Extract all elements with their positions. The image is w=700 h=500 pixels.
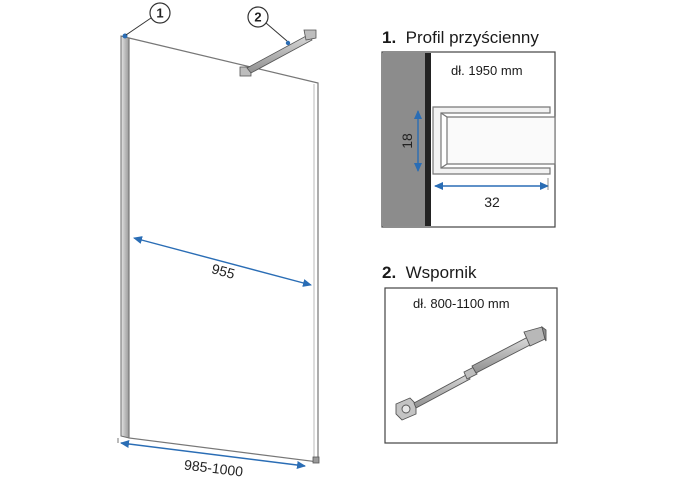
wall-profile — [120, 35, 130, 439]
bracket-panel-title: Wspornik — [406, 263, 477, 282]
bracket-detail-rod — [413, 373, 471, 409]
profile-panel-number: 1. — [382, 28, 396, 47]
callout-1-number: 1 — [156, 6, 163, 21]
profile-panel-title: Profil przyścienny — [406, 28, 540, 47]
profile-wall-surface — [425, 53, 431, 226]
bracket-panel-frame — [384, 287, 558, 444]
callout-2-number: 2 — [254, 10, 261, 25]
profile-depth-label: 32 — [484, 194, 500, 210]
profile-height-dimension: 18 — [399, 110, 422, 172]
bracket-drawing — [395, 325, 547, 421]
bracket-bar — [246, 34, 313, 74]
glass-foot — [312, 456, 320, 464]
bracket-length-label: dł. 800-1100 mm — [413, 296, 510, 311]
bracket-panel: 2. Wspornik dł. 800-1100 mm — [382, 263, 558, 444]
callout-1: 1 — [125, 2, 171, 36]
glass-wall-drawing: 1 2 955 985-1000 — [117, 2, 320, 480]
callout-2: 2 — [247, 6, 288, 42]
bracket-panel-heading: 2. Wspornik — [382, 263, 477, 282]
dimension-panel-width-label: 955 — [210, 260, 237, 281]
dimension-total-width-label: 985-1000 — [183, 456, 244, 479]
stabilizer-bracket — [239, 29, 317, 77]
profile-cross-section — [432, 106, 556, 175]
bracket-panel-number: 2. — [382, 263, 396, 282]
bracket-detail-sleeve — [463, 366, 478, 380]
dimension-panel-width: 955 — [133, 236, 312, 287]
bracket-wall-mount — [303, 29, 317, 41]
profile-panel-heading: 1. Profil przyścienny — [382, 28, 539, 47]
profile-panel: 1. Profil przyścienny dł. 1950 mm 18 32 — [381, 28, 556, 228]
bracket-marker — [285, 40, 291, 46]
profile-height-label: 18 — [399, 133, 415, 149]
profile-depth-dimension: 32 — [434, 178, 549, 210]
glass-panel — [128, 37, 319, 463]
profile-length-label: dł. 1950 mm — [451, 63, 523, 78]
dimension-total-width: 985-1000 — [117, 438, 306, 480]
